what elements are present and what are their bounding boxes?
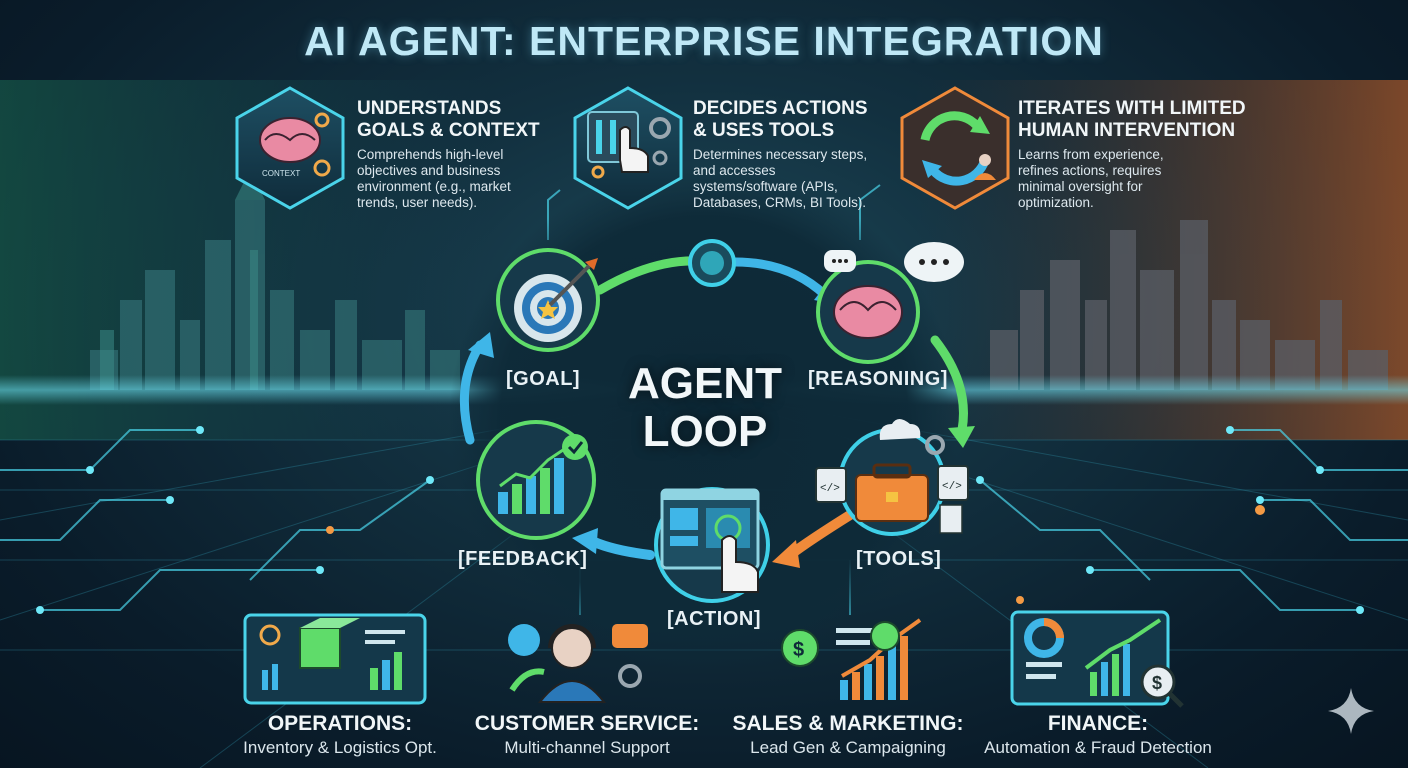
department-subtitle: Multi-channel Support: [504, 738, 670, 757]
feature-description: Comprehends high-level objectives and bu…: [357, 147, 511, 210]
feature-heading: UNDERSTANDS: [357, 98, 502, 119]
department-operations: OPERATIONS: Inventory & Logistics Opt.: [190, 712, 490, 758]
department-heading: OPERATIONS:: [267, 712, 413, 735]
department-heading: FINANCE:: [1047, 712, 1149, 735]
node-label-action: [ACTION]: [667, 608, 761, 630]
department-customer-service: CUSTOMER SERVICE: Multi-channel Support: [437, 712, 737, 758]
feature-heading: ITERATES WITH LIMITED: [1018, 98, 1246, 119]
feature-heading: & USES TOOLS: [693, 120, 835, 141]
department-finance: FINANCE: Automation & Fraud Detection: [948, 712, 1248, 758]
sparkle-icon: [1328, 688, 1374, 734]
brain-context-icon: CONTEXT: [235, 86, 345, 210]
feature-actions-tools: DECIDES ACTIONS & USES TOOLS Determines …: [693, 98, 923, 211]
package-charts-icon: [243, 613, 427, 705]
feature-iterates: ITERATES WITH LIMITED HUMAN INTERVENTION…: [1018, 98, 1248, 211]
page-title: AI AGENT: ENTERPRISE INTEGRATION: [304, 18, 1104, 64]
hub-to-reasoning-arrow: [730, 257, 830, 300]
target-arrow-icon: [496, 248, 600, 352]
department-heading: CUSTOMER SERVICE:: [474, 712, 700, 735]
toolbox-code-icon: </> </>: [815, 419, 969, 536]
svg-text:$: $: [793, 639, 804, 661]
brain-thought-icon: [816, 242, 964, 364]
feature-heading: DECIDES ACTIONS: [693, 98, 868, 119]
agent-loop-line1: AGENT: [628, 359, 782, 408]
feature-heading: HUMAN INTERVENTION: [1018, 120, 1236, 141]
feature-heading: GOALS & CONTEXT: [357, 120, 540, 141]
feature-description: Learns from experience, refines actions,…: [1018, 147, 1164, 210]
department-heading: SALES & MARKETING:: [732, 712, 964, 735]
reasoning-to-tools-arrow: [930, 335, 968, 435]
agent-loop-line2: LOOP: [642, 407, 768, 456]
department-subtitle: Inventory & Logistics Opt.: [243, 738, 437, 757]
feature-description: Determines necessary steps, and accesses…: [693, 147, 868, 210]
bar-chart-check-icon: [476, 420, 596, 540]
node-label-goal: [GOAL]: [506, 368, 581, 390]
svg-text:</>: </>: [942, 481, 962, 493]
department-subtitle: Automation & Fraud Detection: [984, 738, 1212, 757]
node-label-reasoning: [REASONING]: [808, 368, 948, 390]
node-label-tools: [TOOLS]: [856, 548, 942, 570]
agent-loop-title: AGENT LOOP: [600, 360, 810, 456]
dashboard-magnifier-icon: $: [1010, 610, 1184, 708]
svg-text:$: $: [1152, 673, 1162, 693]
node-label-feedback: [FEEDBACK]: [458, 548, 588, 570]
svg-text:CONTEXT: CONTEXT: [262, 169, 300, 178]
refresh-cycle-user-icon: [900, 86, 1010, 210]
department-subtitle: Lead Gen & Campaigning: [750, 738, 946, 757]
growth-chart-dollar-icon: $: [781, 618, 922, 700]
control-panel-hand-icon: [573, 86, 683, 210]
department-sales-marketing: SALES & MARKETING: Lead Gen & Campaignin…: [698, 712, 998, 758]
headset-agent-icon: [508, 624, 648, 703]
svg-text:</>: </>: [820, 483, 840, 495]
feature-goals-context: UNDERSTANDS GOALS & CONTEXT Comprehends …: [357, 98, 587, 211]
feedback-to-goal-arrow: [459, 340, 485, 445]
screen-click-hand-icon: [654, 487, 770, 603]
